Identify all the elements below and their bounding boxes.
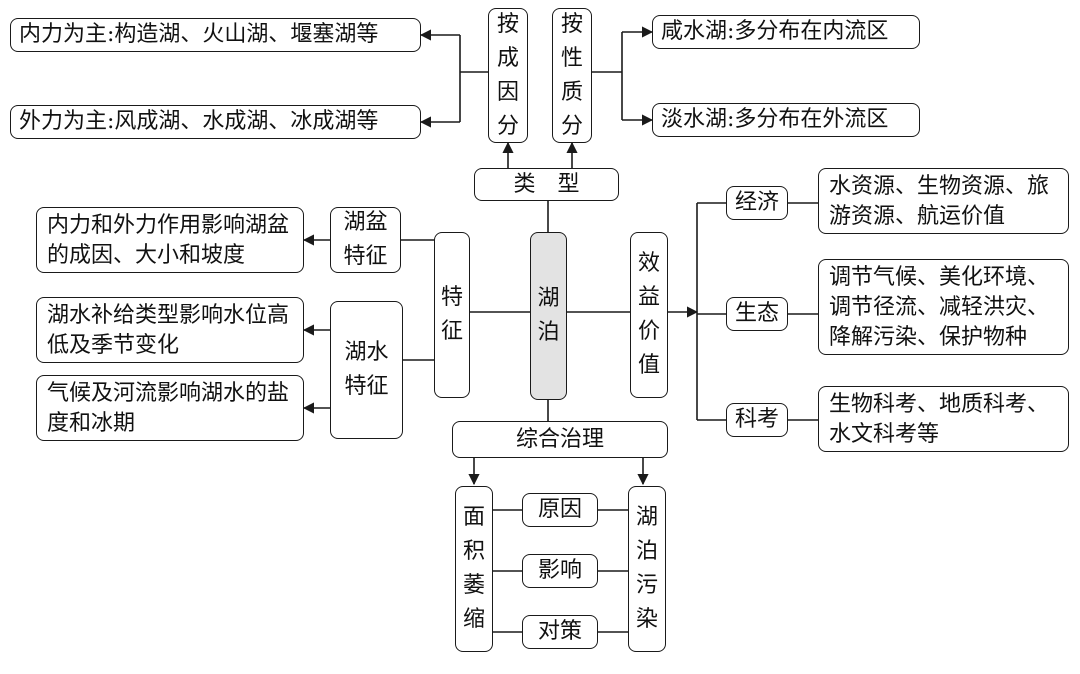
box-fresh-lake: 淡水湖:多分布在外流区: [652, 103, 920, 137]
box-external-force: 外力为主:风成湖、水成湖、冰成湖等: [10, 105, 421, 139]
box-features: 特征: [434, 232, 470, 398]
box-by-nature: 按性质分: [552, 8, 592, 143]
box-ecology-detail: 调节气候、美化环境、调节径流、减轻洪灾、降解污染、保护物种: [818, 259, 1069, 355]
box-area-shrink: 面积萎缩: [455, 486, 493, 652]
box-impact: 影响: [522, 554, 598, 588]
box-water-detail-1: 湖水补给类型影响水位高低及季节变化: [36, 297, 304, 363]
box-saline-lake: 咸水湖:多分布在内流区: [652, 15, 920, 49]
box-measure: 对策: [522, 615, 598, 649]
box-ecology: 生态: [726, 297, 788, 331]
box-governance: 综合治理: [452, 421, 668, 458]
box-benefit-value: 效益价值: [630, 232, 668, 398]
box-water-features: 湖水特征: [330, 301, 403, 439]
box-basin-features: 湖盆特征: [330, 207, 401, 273]
box-lake-pollution: 湖泊污染: [628, 486, 666, 652]
box-basin-detail: 内力和外力作用影响湖盆的成因、大小和坡度: [36, 207, 304, 273]
box-lake-center: 湖泊: [530, 232, 567, 400]
box-research-detail: 生物科考、地质科考、水文科考等: [818, 386, 1069, 452]
box-research: 科考: [726, 403, 788, 437]
box-economy-detail: 水资源、生物资源、旅游资源、航运价值: [818, 168, 1069, 234]
box-cause: 原因: [522, 493, 598, 527]
box-internal-force: 内力为主:构造湖、火山湖、堰塞湖等: [10, 18, 421, 52]
box-economy: 经济: [726, 186, 788, 220]
box-type: 类型: [474, 168, 619, 201]
box-by-cause: 按成因分: [488, 8, 528, 143]
box-water-detail-2: 气候及河流影响湖水的盐度和冰期: [36, 375, 304, 441]
